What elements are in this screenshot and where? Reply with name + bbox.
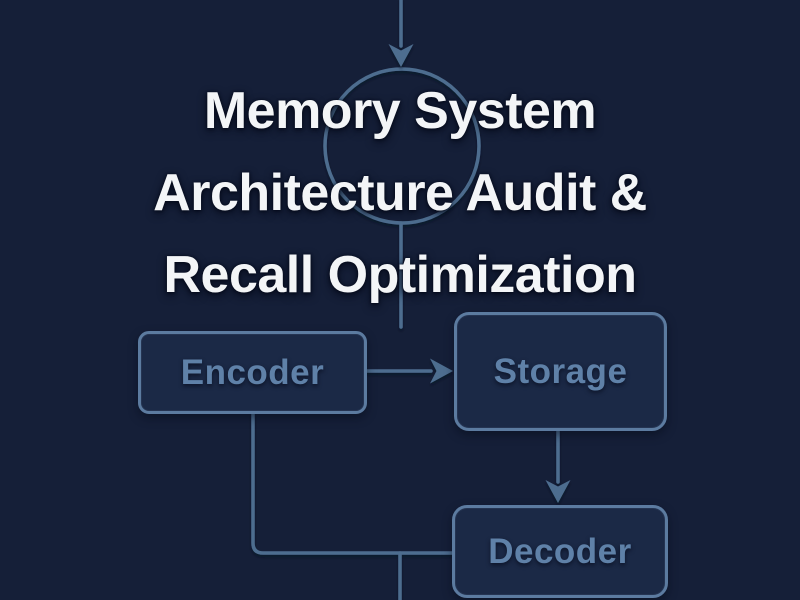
title-line-2: Architecture Audit & (153, 164, 647, 222)
diagram-title: Memory System Architecture Audit & Recal… (0, 70, 800, 316)
node-decoder: Decoder (452, 505, 668, 598)
node-decoder-label: Decoder (488, 531, 632, 571)
arrowhead-into-circle-icon (388, 44, 414, 67)
title-line-3: Recall Optimization (163, 246, 637, 304)
node-storage: Storage (454, 312, 667, 431)
node-encoder: Encoder (138, 331, 367, 414)
edge-encoder-to-decoder-elbow (253, 414, 452, 553)
node-storage-label: Storage (493, 351, 628, 391)
arrowhead-into-decoder-icon (545, 480, 571, 503)
arrowhead-into-storage-icon (430, 358, 453, 384)
node-encoder-label: Encoder (180, 352, 325, 392)
title-line-1: Memory System (203, 82, 597, 140)
